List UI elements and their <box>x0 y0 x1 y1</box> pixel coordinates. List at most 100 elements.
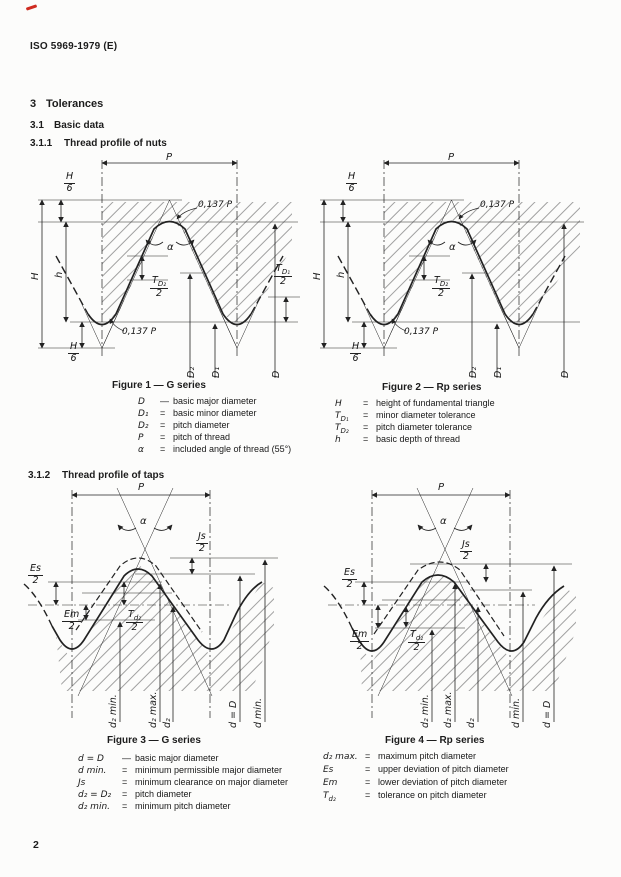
hatch-area <box>360 570 576 691</box>
legend-row: d₂ max.=maximum pitch diameter <box>323 751 477 762</box>
d2min-label: d₂ min. <box>108 694 119 728</box>
figure-4-caption: Figure 4 — Rp series <box>385 735 485 746</box>
centerlines <box>101 160 238 356</box>
legend-row: D—basic major diameter <box>138 396 257 407</box>
D-label: D <box>560 371 571 378</box>
figure-3-caption: Figure 3 — G series <box>107 735 201 746</box>
section-number: 3.1.1 <box>30 138 53 149</box>
section-title: Thread profile of nuts <box>64 138 167 149</box>
legend-row: d₂ min.=minimum pitch diameter <box>78 801 231 812</box>
dmin-label: d min. <box>511 698 522 728</box>
d2max-label: d₂ max. <box>148 691 159 728</box>
reference-lines <box>48 557 278 621</box>
dmin-label: d min. <box>253 698 264 728</box>
page-number: 2 <box>33 839 39 851</box>
angle-label: α <box>140 516 147 527</box>
legend-row: D₂=pitch diameter <box>138 420 230 431</box>
h-label: h <box>54 272 65 278</box>
tap-profile-path <box>51 568 263 650</box>
thread-profile-drawing: P α H h D₂ D₁ D <box>30 152 300 378</box>
left-outer-dashed <box>323 585 353 629</box>
thread-profile-path <box>87 220 252 326</box>
section-number: 3.1.2 <box>28 470 51 481</box>
thread-profile-path <box>369 220 534 326</box>
reference-lines <box>355 563 572 629</box>
root-radius-label: 0,137 P <box>122 327 157 337</box>
dD-label: d = D <box>228 701 239 728</box>
tap-profile-path <box>351 574 565 652</box>
max-profile-dashed <box>75 557 203 633</box>
fundamental-triangle <box>79 199 260 349</box>
legend-row: h=basic depth of thread <box>335 434 461 445</box>
legend-row: Es=upper deviation of pitch diameter <box>323 764 509 775</box>
pitch-label: P <box>448 152 455 163</box>
section-heading-3-1: 3.1 Basic data <box>30 120 104 131</box>
D1-label: D₁ <box>493 367 504 378</box>
document-number: ISO 5969-1979 (E) <box>30 41 118 52</box>
figure-2-caption: Figure 2 — Rp series <box>382 382 482 393</box>
legend-row: TD₂=pitch diameter tolerance <box>335 422 473 435</box>
pitch-label: P <box>166 152 173 163</box>
crest-radius-leader <box>458 207 480 220</box>
section-number: 3.1 <box>30 120 44 131</box>
section-title: Basic data <box>54 120 105 131</box>
tap-profile-drawing: P α d₂ min. d₂ max. d₂ d min. d = D <box>323 482 576 728</box>
mating-profile-dashed <box>337 255 566 315</box>
d2-label: d₂ <box>466 718 477 728</box>
d2-label: d₂ <box>162 718 173 728</box>
D-label: D <box>271 371 282 378</box>
d2min-label: d₂ min. <box>420 694 431 728</box>
hatch-area <box>56 564 274 691</box>
tap-profile-drawing: P α d₂ min. d₂ max. d₂ d = D d min. <box>23 482 278 728</box>
fundamental-triangle <box>361 199 542 349</box>
section-heading-3-1-1: 3.1.1 Thread profile of nuts <box>30 138 167 149</box>
legend-row: H=height of fundamental triangle <box>335 398 495 409</box>
flank-construction-lines <box>377 487 513 697</box>
section-title: Tolerances <box>46 98 104 110</box>
legend-row: Em=lower deviation of pitch diameter <box>323 777 508 788</box>
legend-row: D₁=basic minor diameter <box>138 408 257 419</box>
angle-label: α <box>440 516 447 527</box>
thread-profile-drawing: P α H h D₂ D₁ D <box>312 152 584 378</box>
angle-label: α <box>449 242 456 253</box>
crest-radius-label: 0,137 P <box>480 200 515 210</box>
crest-radius-label: 0,137 P <box>198 200 233 210</box>
angle-label: α <box>167 242 174 253</box>
pitch-label: P <box>138 482 145 493</box>
legend-row: d₂ = D₂=pitch diameter <box>78 789 192 800</box>
legend-row: Js=minimum clearance on major diameter <box>78 777 289 788</box>
D2-label: D₂ <box>186 367 197 378</box>
legend-row: d min.=minimum permissible major diamete… <box>78 765 283 776</box>
crest-radius-leader <box>176 207 198 220</box>
d2max-label: d₂ max. <box>443 691 454 728</box>
centerlines <box>371 490 511 718</box>
red-pen-mark <box>25 4 38 11</box>
root-radius-label: 0,137 P <box>404 327 439 337</box>
hatch-area <box>102 202 292 324</box>
max-profile-dashed <box>373 561 505 637</box>
legend-row: TD₁=minor diameter tolerance <box>335 410 476 423</box>
H-label: H <box>30 272 41 280</box>
H-label: H <box>312 272 323 280</box>
centerlines <box>383 160 520 356</box>
figure-1-caption: Figure 1 — G series <box>112 380 206 391</box>
D1-label: D₁ <box>211 367 222 378</box>
dD-label: d = D <box>542 701 553 728</box>
legend-row: P=pitch of thread <box>138 432 231 443</box>
